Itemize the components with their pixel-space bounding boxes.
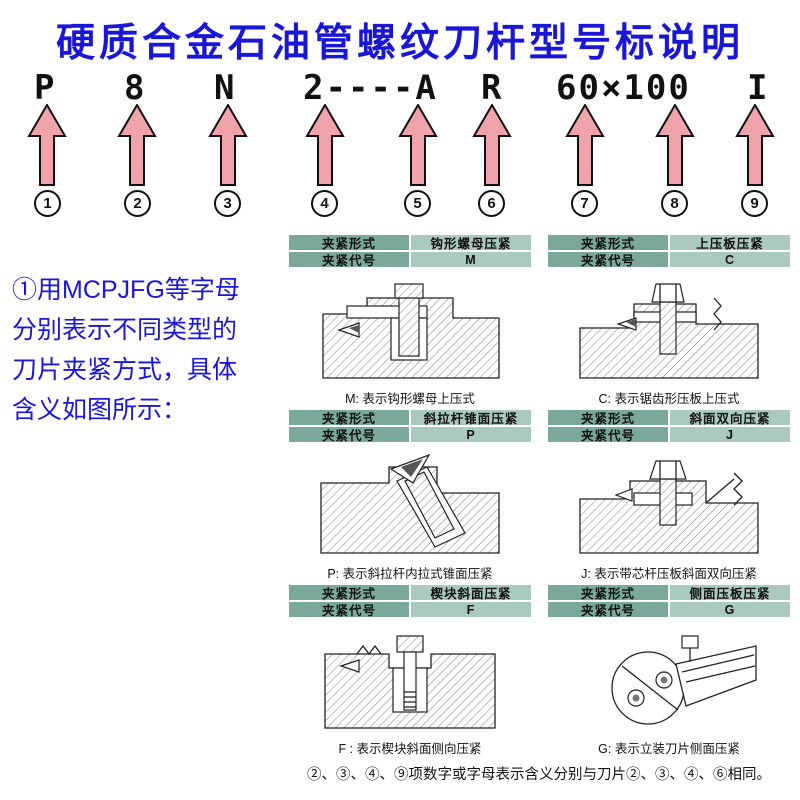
index-circle-3: 3: [214, 190, 241, 217]
index-number: 9: [750, 195, 759, 212]
clamp-caption: J: 表示带芯杆压板斜面双向压紧: [581, 566, 757, 581]
clamp-form-value: 钩形螺母压紧: [410, 234, 532, 251]
code-segment-n: N: [214, 68, 237, 108]
code-segment-size: 60×100: [556, 68, 691, 108]
index-circle-1: 1: [34, 190, 61, 217]
up-arrow-icon: [305, 104, 345, 186]
up-arrow-icon: [117, 104, 157, 186]
clamp-code-label: 夹紧代号: [288, 251, 410, 268]
clamp-form-value: 斜面双向压紧: [669, 409, 791, 426]
clamp-code-label: 夹紧代号: [288, 601, 410, 618]
index-circle-2: 2: [124, 190, 151, 217]
up-arrow-icon: [565, 104, 605, 186]
clamp-panels-grid: 夹紧形式 钩形螺母压紧 夹紧代号 M M: 表示钩形螺母上压式 夹紧形式 上压板…: [288, 234, 791, 756]
clamp-caption: G: 表示立装刀片侧面压紧: [598, 741, 740, 756]
clamp-form-value: 斜拉杆锥面压紧: [410, 409, 532, 426]
clamp-form-value: 侧面压板压紧: [669, 584, 791, 601]
clamp-code-value: J: [669, 426, 791, 443]
index-number: 2: [133, 195, 142, 212]
clamp-code-label: 夹紧代号: [547, 251, 669, 268]
index-circle-8: 8: [661, 190, 688, 217]
index-number: 8: [670, 195, 679, 212]
clamp-caption: M: 表示钩形螺母上压式: [345, 391, 475, 406]
clamp-code-label: 夹紧代号: [288, 426, 410, 443]
index-circle-9: 9: [741, 190, 768, 217]
clamp-code-value: G: [669, 601, 791, 618]
clamp-panel-f: 夹紧形式 楔块斜面压紧 夹紧代号 F F : 表示楔块斜面侧向压紧: [288, 584, 532, 756]
up-arrow-icon: [398, 104, 438, 186]
up-arrow-icon: [735, 104, 775, 186]
clamp-form-label: 夹紧形式: [547, 409, 669, 426]
index-number: 7: [580, 195, 589, 212]
top-plate-clamp-drawing: [547, 268, 791, 388]
clamp-form-value: 楔块斜面压紧: [410, 584, 532, 601]
clamp-form-label: 夹紧形式: [547, 584, 669, 601]
clamp-code-value: F: [410, 601, 532, 618]
up-arrow-icon: [655, 104, 695, 186]
core-rod-double-clamp-drawing: [547, 443, 791, 563]
clamp-info-table: 夹紧形式 斜拉杆锥面压紧 夹紧代号 P: [288, 409, 532, 443]
clamp-panel-g: 夹紧形式 侧面压板压紧 夹紧代号 G G: 表示立装刀片侧面压紧: [547, 584, 791, 756]
slant-rod-cone-clamp-drawing: [288, 443, 532, 563]
clamp-form-label: 夹紧形式: [288, 409, 410, 426]
clamp-code-value: C: [669, 251, 791, 268]
clamp-form-label: 夹紧形式: [288, 584, 410, 601]
index-number: 1: [43, 195, 52, 212]
wedge-clamp-drawing: [288, 618, 532, 738]
index-circle-6: 6: [478, 190, 505, 217]
index-circle-4: 4: [311, 190, 338, 217]
index-number: 6: [487, 195, 496, 212]
clamp-code-value: P: [410, 426, 532, 443]
clamp-panel-j: 夹紧形式 斜面双向压紧 夹紧代号 J J: 表示带芯杆压板斜面双向压紧: [547, 409, 791, 581]
clamp-code-label: 夹紧代号: [547, 601, 669, 618]
index-circle-7: 7: [571, 190, 598, 217]
up-arrow-icon: [208, 104, 248, 186]
clamp-code-value: M: [410, 251, 532, 268]
page-title: 硬质合金石油管螺纹刀杆型号标说明: [55, 22, 744, 65]
code-segment-8: 8: [124, 68, 147, 108]
code-segment-2a: 2----A: [303, 68, 438, 108]
clamp-caption: F : 表示楔块斜面侧向压紧: [338, 741, 482, 756]
clamp-info-table: 夹紧形式 钩形螺母压紧 夹紧代号 M: [288, 234, 532, 268]
side-plate-clamp-drawing: [547, 618, 791, 738]
clamp-code-label: 夹紧代号: [547, 426, 669, 443]
intro-text: ①用MCPJFG等字母 分别表示不同类型的 刀片夹紧方式，具体 含义如图所示：: [12, 276, 240, 424]
clamp-panel-c: 夹紧形式 上压板压紧 夹紧代号 C C: 表示锯齿形压板上压式: [547, 234, 791, 406]
code-segment-r: R: [481, 68, 504, 108]
clamp-info-table: 夹紧形式 侧面压板压紧 夹紧代号 G: [547, 584, 791, 618]
up-arrow-icon: [27, 104, 67, 186]
clamp-info-table: 夹紧形式 上压板压紧 夹紧代号 C: [547, 234, 791, 268]
clamp-panel-p: 夹紧形式 斜拉杆锥面压紧 夹紧代号 P P: 表示斜拉杆内拉式锥面压紧: [288, 409, 532, 581]
clamp-form-label: 夹紧形式: [288, 234, 410, 251]
code-segment-i: I: [747, 68, 770, 108]
index-number: 4: [320, 195, 329, 212]
clamp-panel-m: 夹紧形式 钩形螺母压紧 夹紧代号 M M: 表示钩形螺母上压式: [288, 234, 532, 406]
clamp-form-label: 夹紧形式: [547, 234, 669, 251]
index-number: 5: [413, 195, 422, 212]
clamp-form-value: 上压板压紧: [669, 234, 791, 251]
clamp-caption: C: 表示锯齿形压板上压式: [598, 391, 740, 406]
code-segment-p: P: [34, 68, 57, 108]
clamp-caption: P: 表示斜拉杆内拉式锥面压紧: [327, 566, 493, 581]
index-number: 3: [223, 195, 232, 212]
hook-nut-clamp-drawing: [288, 268, 532, 388]
footnote-text: ②、③、④、⑨项数字或字母表示含义分别与刀片②、③、④、⑥相同。: [307, 767, 771, 783]
index-circle-5: 5: [404, 190, 431, 217]
clamp-info-table: 夹紧形式 楔块斜面压紧 夹紧代号 F: [288, 584, 532, 618]
clamp-info-table: 夹紧形式 斜面双向压紧 夹紧代号 J: [547, 409, 791, 443]
up-arrow-icon: [472, 104, 512, 186]
